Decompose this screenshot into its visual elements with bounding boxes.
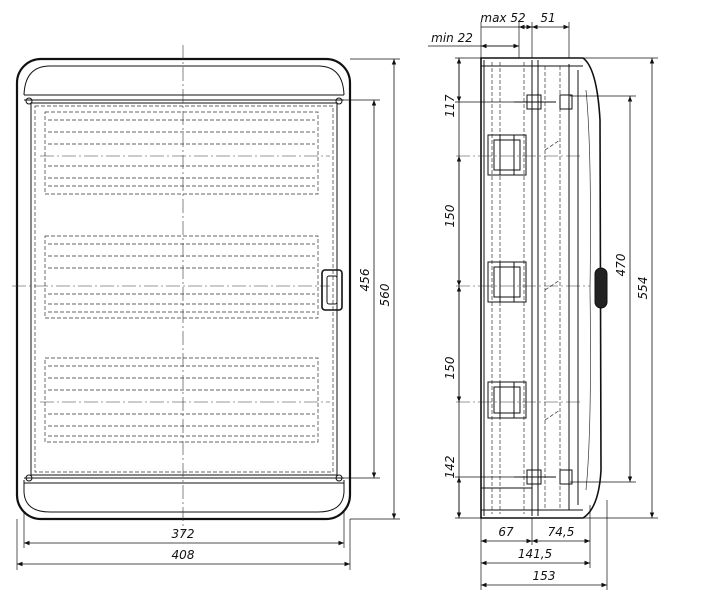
dim-142: 142 bbox=[443, 456, 457, 479]
side-latch bbox=[594, 267, 608, 309]
dim-outer-width: 408 bbox=[172, 548, 195, 562]
screw-bottom-left bbox=[25, 474, 33, 482]
side-body-outline bbox=[480, 57, 602, 519]
bottom-screw bbox=[514, 469, 573, 485]
dim-470: 470 bbox=[614, 253, 628, 276]
dim-51: 51 bbox=[540, 11, 555, 25]
door-latch bbox=[321, 269, 343, 311]
screw-top-left bbox=[25, 97, 33, 105]
front-view: 372 408 456 560 bbox=[12, 45, 400, 570]
din-rail-row-3 bbox=[40, 357, 330, 443]
dim-117: 117 bbox=[443, 94, 457, 117]
dim-74-5: 74,5 bbox=[548, 525, 575, 539]
dim-141-5: 141,5 bbox=[518, 547, 552, 561]
dim-150-upper: 150 bbox=[443, 204, 457, 227]
dim-max-52: max 52 bbox=[480, 11, 525, 25]
dim-min-22: min 22 bbox=[431, 31, 473, 45]
din-rail-row-2 bbox=[12, 235, 330, 319]
din-rail-profile-3 bbox=[487, 381, 527, 419]
dim-554: 554 bbox=[636, 277, 650, 300]
dim-outer-height: 560 bbox=[378, 283, 392, 306]
screw-top-right bbox=[335, 97, 343, 105]
side-view: 117 150 150 142 470 554 max 52 51 min 22 bbox=[428, 11, 658, 590]
screw-bottom-right bbox=[335, 474, 343, 482]
dim-inner-height: 456 bbox=[358, 268, 372, 291]
dim-150-lower: 150 bbox=[443, 356, 457, 379]
door-frame bbox=[30, 102, 338, 476]
din-rail-profile-2 bbox=[487, 261, 527, 303]
dim-inner-width: 372 bbox=[172, 527, 195, 541]
dim-67: 67 bbox=[498, 525, 514, 539]
top-screw bbox=[514, 94, 573, 110]
dim-153: 153 bbox=[533, 569, 556, 583]
din-rail-row-1 bbox=[40, 111, 330, 195]
din-rail-profile-1 bbox=[487, 134, 527, 176]
enclosure-inner-outline bbox=[23, 65, 345, 96]
enclosure-outline bbox=[15, 57, 352, 521]
